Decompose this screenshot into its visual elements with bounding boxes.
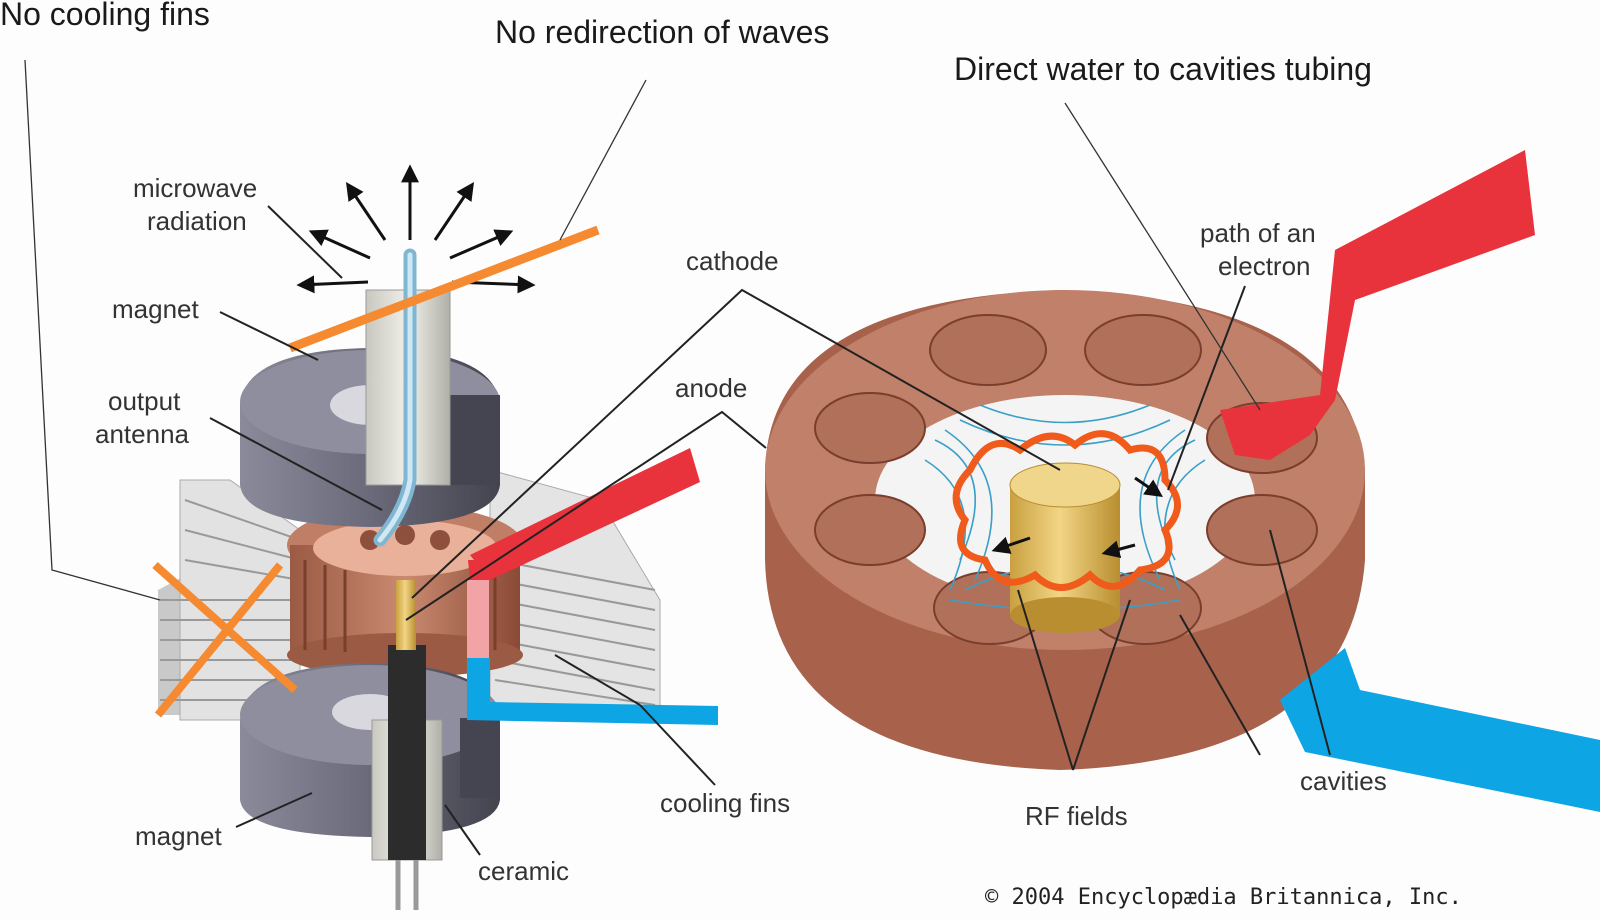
leader-lines bbox=[24, 59, 1331, 856]
cavity-5 bbox=[814, 494, 926, 566]
orange-markups bbox=[152, 225, 600, 718]
microwave-arrows bbox=[296, 164, 536, 294]
magnetron-assembly bbox=[158, 164, 661, 910]
label-cooling-fins: cooling fins bbox=[660, 788, 790, 818]
bottom-magnet bbox=[240, 663, 500, 837]
label-rf-fields: RF fields bbox=[1025, 801, 1128, 831]
label-microwave-line2: radiation bbox=[147, 206, 247, 236]
strike-line-waves bbox=[288, 225, 600, 353]
right-water-tubes bbox=[1220, 150, 1600, 812]
copyright-notice: © 2004 Encyclopædia Britannica, Inc. bbox=[985, 885, 1462, 910]
label-microwave-line1: microwave bbox=[133, 173, 257, 203]
diagram-labels: No cooling fins No redirection of waves … bbox=[0, 0, 1462, 910]
left-water-tubes bbox=[467, 448, 718, 725]
label-ceramic: ceramic bbox=[478, 856, 569, 886]
label-output-line2: antenna bbox=[95, 419, 190, 449]
label-output-line1: output bbox=[108, 386, 181, 416]
label-anode: anode bbox=[675, 373, 747, 403]
electron-path bbox=[952, 430, 1181, 591]
cavity-1 bbox=[929, 314, 1047, 386]
annotation-direct-water: Direct water to cavities tubing bbox=[954, 51, 1372, 87]
label-magnet-top: magnet bbox=[112, 294, 199, 324]
label-path-line2: electron bbox=[1218, 251, 1311, 281]
cathode-cylinder bbox=[1009, 462, 1121, 633]
label-cathode: cathode bbox=[686, 246, 779, 276]
output-antenna-housing bbox=[365, 248, 451, 547]
cross-mark-b bbox=[154, 562, 284, 718]
label-path-line1: path of an bbox=[1200, 218, 1316, 248]
label-cavities: cavities bbox=[1300, 766, 1387, 796]
annotation-no-redirection: No redirection of waves bbox=[495, 14, 829, 50]
label-magnet-bottom: magnet bbox=[135, 821, 222, 851]
cavity-2 bbox=[1084, 314, 1202, 386]
anode-cross-section bbox=[765, 290, 1365, 770]
cavity-6 bbox=[1206, 494, 1318, 566]
cathode-column bbox=[371, 580, 443, 910]
cavity-3 bbox=[814, 392, 926, 464]
annotation-no-cooling-fins: No cooling fins bbox=[0, 0, 210, 32]
